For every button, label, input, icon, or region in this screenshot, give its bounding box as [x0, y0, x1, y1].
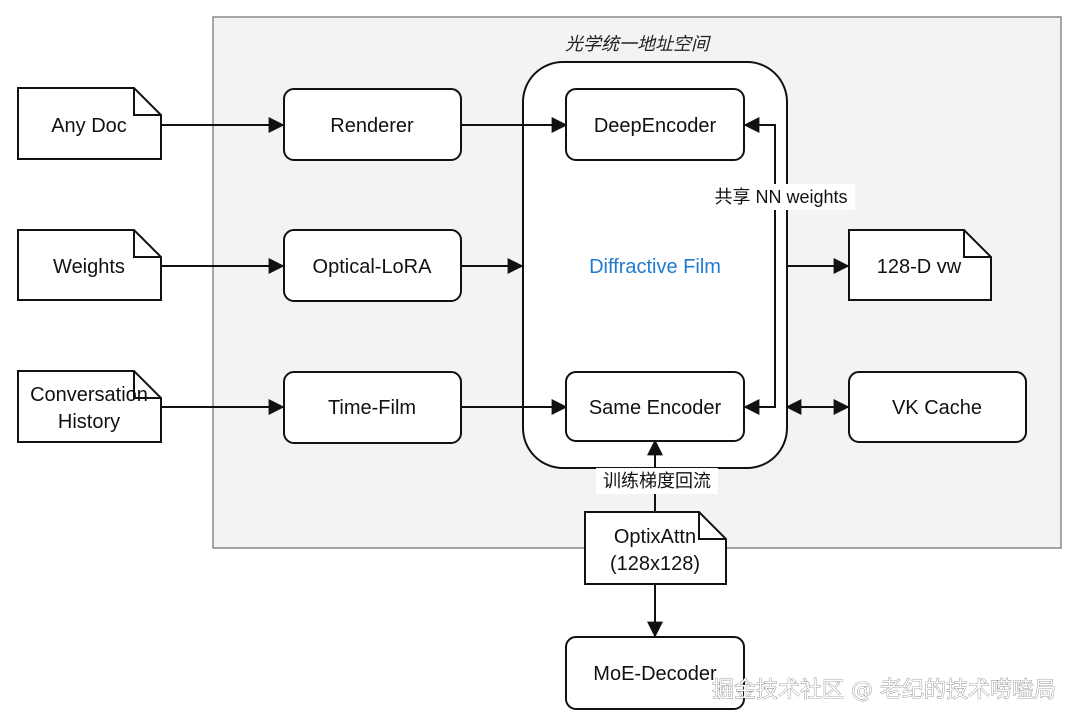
deep-encoder-label: DeepEncoder: [594, 115, 717, 137]
any-doc-input: Any Doc: [17, 87, 162, 160]
diffractive-film-label: Diffractive Film: [589, 256, 721, 278]
region-title: 光学统一地址空间: [565, 34, 711, 55]
optical-lora-label: Optical-LoRA: [313, 256, 433, 278]
conversation-history-input: Conversation History: [17, 370, 162, 443]
watermark-text: 掘金技术社区 @ 老纪的技术唠嗑局: [712, 678, 1056, 703]
optixattn-label-line1: OptixAttn: [614, 526, 696, 548]
time-film-label: Time-Film: [328, 397, 416, 419]
vk-cache-node: VK Cache: [848, 371, 1027, 443]
any-doc-label: Any Doc: [51, 115, 127, 137]
gradient-label-bg: [596, 468, 718, 494]
same-encoder-node: Same Encoder: [565, 371, 745, 442]
weights-label: Weights: [53, 256, 125, 278]
optical-lora-node: Optical-LoRA: [283, 229, 462, 302]
conversation-label-line2: History: [58, 411, 120, 433]
vector-output-label: 128-D vw: [877, 256, 962, 278]
moe-decoder-label: MoE-Decoder: [593, 663, 717, 685]
optixattn-node: OptixAttn (128x128): [584, 511, 727, 585]
optixattn-label-line2: (128x128): [610, 553, 700, 575]
renderer-node: Renderer: [283, 88, 462, 161]
deep-encoder-node: DeepEncoder: [565, 88, 745, 161]
vk-cache-label: VK Cache: [892, 397, 982, 419]
weights-input: Weights: [17, 229, 162, 301]
moe-decoder-node: MoE-Decoder: [565, 636, 745, 710]
gradient-backflow-label: 训练梯度回流: [603, 471, 711, 491]
shared-weights-label-bg: [705, 184, 855, 210]
renderer-label: Renderer: [330, 115, 414, 137]
vector-output: 128-D vw: [848, 229, 992, 301]
same-encoder-label: Same Encoder: [589, 397, 722, 419]
time-film-node: Time-Film: [283, 371, 462, 444]
shared-weights-label: 共享 NN weights: [714, 187, 847, 207]
conversation-label-line1: Conversation: [30, 384, 148, 406]
edge-shared-weights: [743, 117, 776, 415]
